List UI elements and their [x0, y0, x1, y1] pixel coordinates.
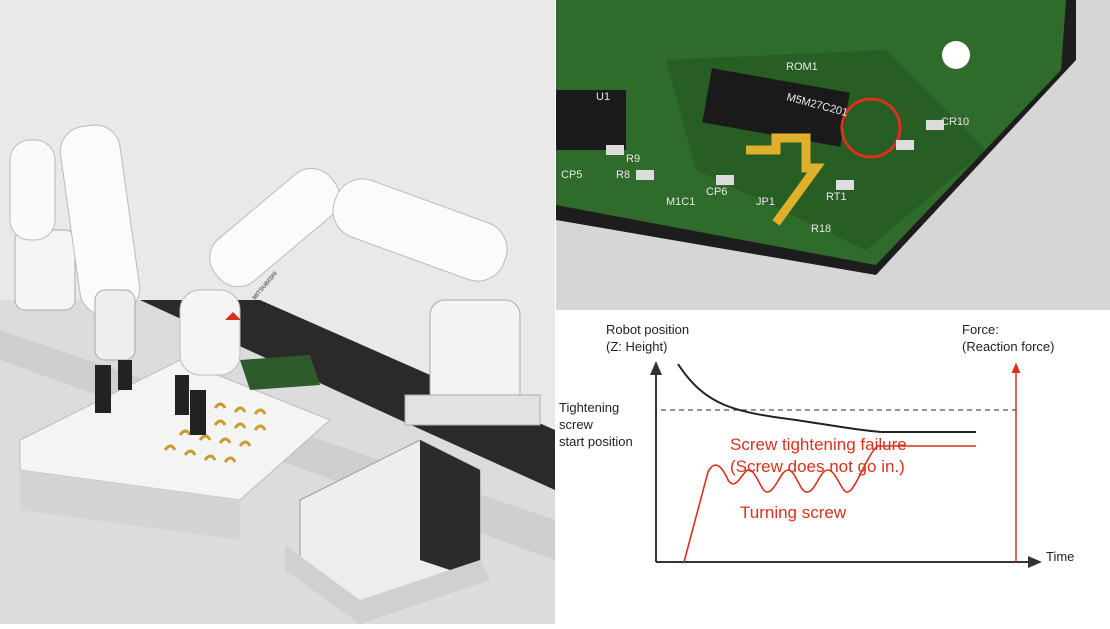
pcb-closeup-photo: ROM1 M5M27C201 U1 R9 R8 CP5 CP6 JP1 RT1 …: [556, 0, 1110, 310]
silkscreen-m1c1: M1C1: [666, 196, 695, 208]
highlight-circle: [840, 97, 902, 159]
rom-chip: [702, 68, 850, 147]
silkscreen-u1: U1: [596, 91, 610, 103]
screw-tightening-diagram: Robot position(Z: Height) Force:(Reactio…: [556, 312, 1110, 624]
silkscreen-r9: R9: [626, 153, 640, 165]
screw-feeder: [285, 439, 490, 624]
force-curve: [683, 445, 976, 563]
diagram-plot: [650, 361, 1042, 568]
silkscreen-cp6: CP6: [706, 186, 727, 198]
turning-screw-label: Turning screw: [740, 503, 847, 522]
conveyor: [140, 300, 555, 490]
pcb-on-conveyor: [240, 355, 320, 390]
silkscreen-r8: R8: [616, 169, 630, 181]
robot-arm-center: MITSUBISHI: [175, 168, 341, 435]
x-axis-label: Time: [1046, 549, 1075, 564]
screw-parts: [163, 402, 267, 463]
brand-logo-icon: [225, 312, 241, 320]
silkscreen-r18: R18: [811, 223, 831, 235]
robot-arm-right: [332, 178, 541, 426]
right-axis-label: Force:(Reaction force): [962, 322, 1055, 354]
pcb-image: ROM1 M5M27C201 U1 R9 R8 CP5 CP6 JP1 RT1 …: [556, 0, 1110, 310]
silkscreen-cp5: CP5: [561, 169, 582, 181]
left-axis-label: Robot position(Z: Height): [606, 322, 690, 354]
jumper-wire: [746, 133, 825, 226]
work-table: [19, 359, 331, 501]
silkscreen-cr10: CR10: [941, 116, 969, 128]
robot-arm-left: [9, 124, 141, 413]
silkscreen-rt1: RT1: [826, 191, 847, 203]
robot-cell-illustration: MITSUBISHI: [0, 0, 555, 624]
position-curve: [677, 363, 976, 433]
robot-cell-image: MITSUBISHI: [0, 124, 555, 624]
silkscreen-jp1: JP1: [756, 196, 775, 208]
silkscreen-rom1: ROM1: [786, 61, 818, 73]
failure-label: Screw tightening failure(Screw does not …: [730, 435, 907, 476]
